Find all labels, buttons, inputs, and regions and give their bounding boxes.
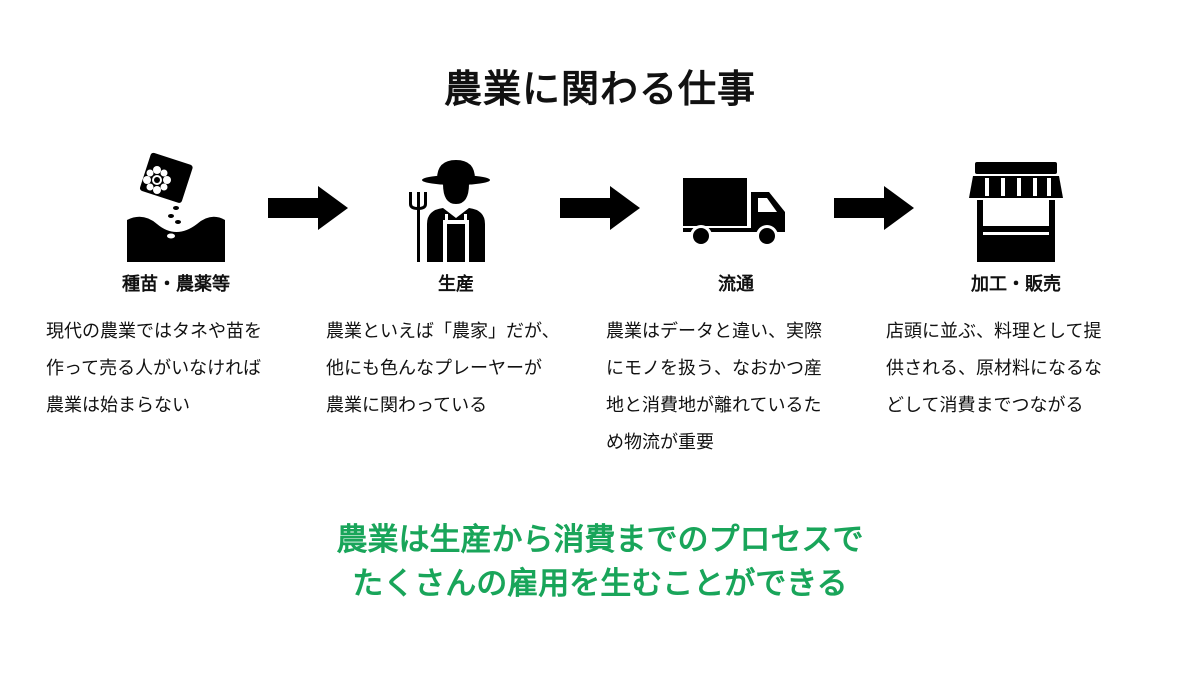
step-description-production: 農業といえば「農家」だが、 他にも色んなプレーヤーが 農業に関わっている — [326, 321, 560, 416]
shop-icon — [961, 152, 1071, 264]
farmer-icon — [401, 152, 511, 264]
seed-bag-icon — [121, 152, 231, 264]
step-description-logistics: 農業はデータと違い、実際 にモノを扱う、なおかつ産 地と消費地が離れているた め… — [606, 321, 822, 453]
step-label-retail: 加工・販売 — [971, 274, 1061, 295]
key-message-line-1: 農業は生産から消費までのプロセスで — [336, 522, 864, 558]
truck-icon — [681, 152, 791, 264]
step-label-logistics: 流通 — [718, 274, 754, 295]
key-message: 農業は生産から消費までのプロセスで たくさんの雇用を生むことができる — [0, 518, 1200, 606]
key-message-line-2: たくさんの雇用を生むことができる — [352, 566, 848, 602]
arrow-right-icon — [268, 186, 348, 230]
step-label-production: 生産 — [438, 274, 474, 295]
page-title: 農業に関わる仕事 — [443, 67, 756, 111]
step-description-seeds: 現代の農業ではタネや苗を 作って売る人がいなければ 農業は始まらない — [46, 321, 262, 416]
arrow-right-icon — [834, 186, 914, 230]
arrow-right-icon — [560, 186, 640, 230]
step-description-retail: 店頭に並ぶ、料理として提 供される、原材料になるな どして消費までつながる — [886, 321, 1102, 416]
step-label-seeds: 種苗・農薬等 — [122, 274, 230, 295]
